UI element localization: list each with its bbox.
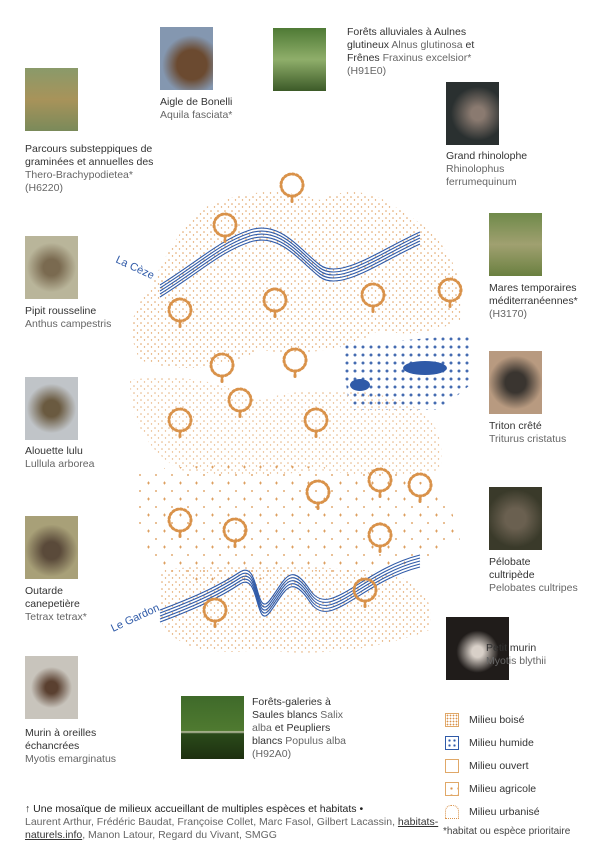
river-ceze: [159, 230, 421, 289]
arrow-up-icon: ↑: [25, 803, 31, 815]
photo-greater-horseshoe-bat: [446, 82, 499, 145]
river-gardon: [159, 566, 421, 623]
wooded-swatch-icon: [445, 712, 459, 727]
river-ceze: [159, 227, 421, 286]
tree-icon: [279, 172, 305, 198]
river-label-upper: La Cèze: [114, 254, 156, 282]
wetland-area: [340, 335, 470, 410]
priority-note: *habitat ou espèce prioritaire: [443, 826, 571, 837]
photo-credits: Laurent Arthur, Frédéric Baudat, Françoi…: [25, 816, 398, 828]
agricultural-swatch-icon: [445, 781, 459, 796]
photo-crested-newt: [489, 351, 542, 414]
pond: [403, 361, 447, 375]
photo-geoffroys-bat: [25, 656, 78, 719]
photo-temporary-ponds: [489, 213, 542, 276]
house-swatch-icon: [445, 804, 459, 819]
river-ceze: [159, 233, 421, 292]
photo-bonelli-eagle: [160, 27, 213, 90]
wetland-swatch-icon: [445, 735, 459, 750]
open-swatch-icon: [445, 758, 459, 773]
legend-item-wooded: Milieu boisé: [445, 708, 540, 731]
river-gardon: [159, 554, 421, 611]
photo-gallery-forest: [181, 696, 244, 759]
river-ceze: [159, 239, 421, 298]
river-ceze: [159, 236, 421, 295]
caption: ↑ Une mosaïque de milieux accueillant de…: [25, 803, 439, 841]
label-alluvial-forest: Forêts alluviales à Aulnes glutineux Aln…: [347, 26, 475, 77]
river-gardon: [159, 563, 421, 620]
photo-alluvial-forest: [273, 28, 326, 91]
river-gardon: [159, 557, 421, 614]
caption-title: Une mosaïque de milieux accueillant de m…: [33, 803, 357, 815]
photo-woodlark: [25, 377, 78, 440]
legend-item-open: Milieu ouvert: [445, 754, 540, 777]
agricultural-area: [136, 465, 460, 583]
photo-little-bustard: [25, 516, 78, 579]
river-label-lower: Le Gardon: [109, 602, 161, 635]
photo-spadefoot-toad: [489, 487, 542, 550]
wooded-area: [132, 192, 462, 368]
legend-item-agricultural: Milieu agricole: [445, 777, 540, 800]
label-grassland: Parcours substeppiques de graminées et a…: [25, 143, 154, 194]
label-temporary-ponds: Mares temporaires méditerranéennes*(H317…: [489, 282, 578, 320]
photo-tawny-pipit: [25, 236, 78, 299]
photo-grassland: [25, 68, 78, 131]
river-gardon: [159, 560, 421, 617]
habitats-naturels-link[interactable]: habitats-naturels.info: [25, 816, 439, 841]
pond: [350, 379, 370, 391]
label-gallery-forest: Forêts-galeries à Saules blancs Salix al…: [252, 696, 346, 760]
legend-item-wetland: Milieu humide: [445, 731, 540, 754]
legend-item-urban: Milieu urbanisé: [445, 800, 540, 823]
legend: Milieu boisé Milieu humide Milieu ouvert…: [445, 708, 540, 823]
photo-lesser-mouse-eared-bat: [446, 617, 509, 680]
